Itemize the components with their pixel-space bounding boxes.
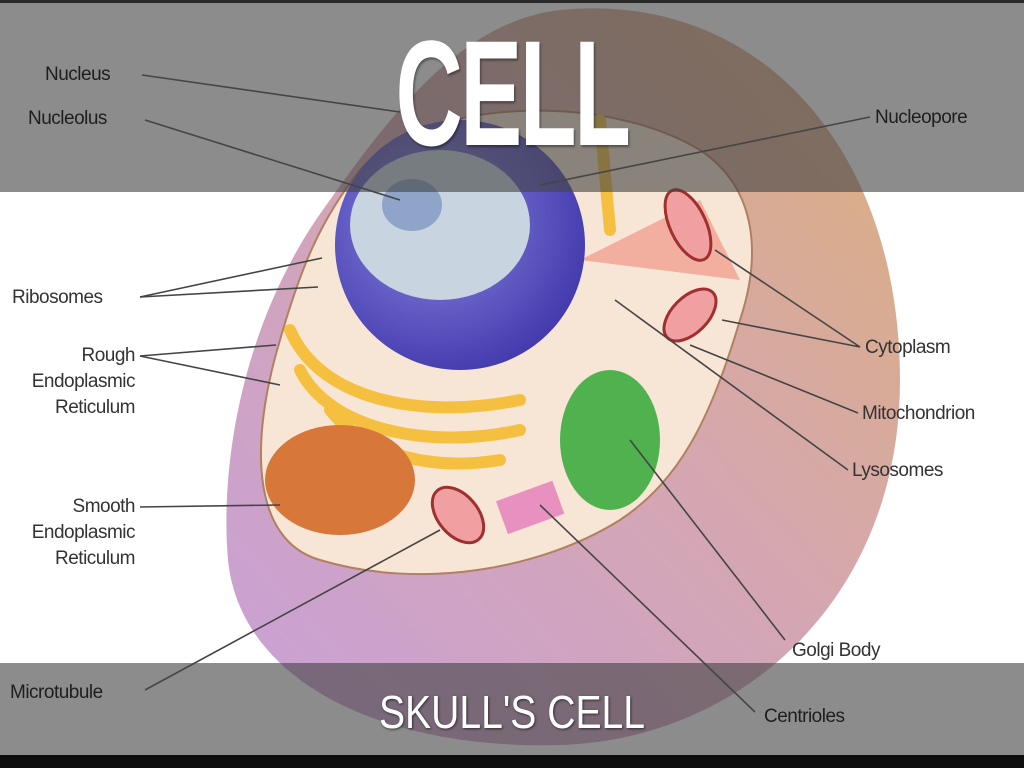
label-ribosomes: Ribosomes <box>12 287 103 308</box>
label-lysosomes: Lysosomes <box>852 460 943 481</box>
label-line: Reticulum <box>55 548 135 569</box>
slide-subtitle: SKULL'S CELL <box>378 686 646 738</box>
label-smooth-er: Smooth Endoplasmic Reticulum <box>0 494 136 572</box>
label-line: Endoplasmic <box>31 522 136 543</box>
label-nucleolus: Nucleolus <box>28 108 107 129</box>
golgi-body <box>560 370 660 510</box>
title-overlay <box>0 3 1024 192</box>
label-line: Rough <box>81 345 136 366</box>
label-line: Smooth <box>72 496 136 517</box>
mitochondria <box>430 188 718 545</box>
top-edge <box>0 0 1024 3</box>
bottom-edge <box>0 755 1024 768</box>
label-rough-er: Rough Endoplasmic Reticulum <box>0 343 136 421</box>
label-mitochondrion: Mitochondrion <box>862 403 975 424</box>
label-golgi-body: Golgi Body <box>792 640 880 661</box>
label-line: Reticulum <box>55 397 135 418</box>
label-line: Endoplasmic <box>31 371 136 392</box>
label-microtubule: Microtubule <box>10 682 103 703</box>
label-nucleopore: Nucleopore <box>875 107 968 128</box>
smooth-er <box>265 425 415 535</box>
label-cytoplasm: Cytoplasm <box>865 337 951 358</box>
centrioles <box>495 480 565 535</box>
slide-title: CELL <box>395 9 631 177</box>
subtitle-overlay <box>0 663 1024 755</box>
label-nucleus: Nucleus <box>45 64 111 85</box>
label-centrioles: Centrioles <box>764 706 845 727</box>
